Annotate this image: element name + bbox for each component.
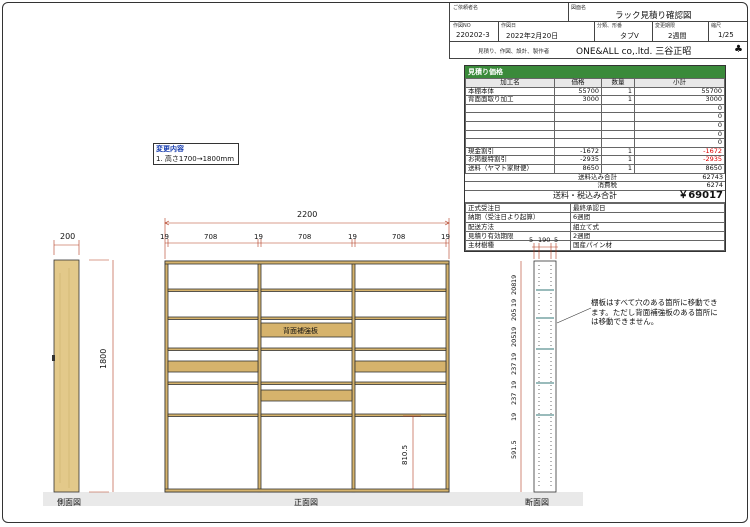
section-row-dim: 19 xyxy=(510,380,518,389)
section-row-dim: 205 xyxy=(510,308,518,321)
seg-dim-7: 19 xyxy=(441,233,450,241)
height-dim: 1800 xyxy=(99,348,108,369)
drawing-no: 220202-3 xyxy=(456,31,490,39)
side-view-caption: 側面図 xyxy=(57,498,81,507)
shipping-total-row: 送料込み合計 62743 xyxy=(465,173,725,183)
section-row-dim: 19 xyxy=(510,298,518,307)
back-board-label: 背面補強板 xyxy=(283,327,318,335)
front-dims xyxy=(164,218,450,489)
estimate-title: 見積り価格 xyxy=(465,66,725,78)
title-block: ご依頼者名 図面名 ラック見積り確認図 作図NO 220202-3 作図日 20… xyxy=(449,3,747,59)
grand-total-label: 送料・税込み合計 xyxy=(465,190,619,203)
section-row-dim: 205 xyxy=(510,334,518,347)
tax: 6274 xyxy=(619,181,725,191)
section-view xyxy=(520,243,592,493)
section-row-dim: 208 xyxy=(510,282,518,295)
client-label: ご依頼者名 xyxy=(453,5,479,11)
front-view xyxy=(164,260,450,493)
side-width-dim: 200 xyxy=(60,232,76,241)
shelf-note: 棚板はすべて穴のある箇所に移動できます。ただし背面補強板のある箇所には移動できま… xyxy=(591,298,718,326)
total-width-dim: 2200 xyxy=(297,210,318,219)
section-top-dim-1: 5 xyxy=(529,236,534,244)
drawing-name: ラック見積り確認図 xyxy=(615,11,692,21)
seg-dim-3: 19 xyxy=(254,233,263,241)
change-item: 1. 高さ1700→1800mm xyxy=(156,155,235,163)
maker-label: 見積り、作図、設計、製作者 xyxy=(478,49,550,55)
shipping-total: 62743 xyxy=(619,173,725,183)
period-label: 変更期限 xyxy=(655,23,676,29)
maker: ONE&ALL co,.ltd. 三谷正昭 xyxy=(576,47,692,57)
section-top-dim-3: 5 xyxy=(554,236,559,244)
estimate-cell-subtotal: 8650 xyxy=(634,163,725,174)
logo-icon: ♣ xyxy=(734,44,743,55)
drawing-date: 2022年2月20日 xyxy=(506,32,559,40)
section-row-dim: 19 xyxy=(510,352,518,361)
cad-drawing xyxy=(43,218,592,506)
section-row-dim: 237 xyxy=(510,392,518,405)
ground xyxy=(43,492,583,506)
change-title: 変更内容 xyxy=(156,145,184,153)
category-label: 分類、形番 xyxy=(597,23,623,29)
lower-height-dim: 810.5 xyxy=(401,444,409,465)
tax-row: 消費税 6274 xyxy=(465,181,725,191)
seg-dim-4: 708 xyxy=(298,233,312,241)
front-view-caption: 正面図 xyxy=(294,498,318,507)
seg-dim-6: 708 xyxy=(392,233,406,241)
scale-label: 縮尺 xyxy=(711,23,722,29)
section-row-dim: 237 xyxy=(510,362,518,375)
grand-total-row: 送料・税込み合計 ￥69017 xyxy=(465,190,725,203)
scale: 1/25 xyxy=(718,31,734,39)
seg-dim-1: 19 xyxy=(160,233,169,241)
back-board xyxy=(260,322,353,338)
seg-dim-5: 19 xyxy=(348,233,357,241)
no-label: 作図NO xyxy=(453,23,471,29)
category: タブV xyxy=(620,32,639,40)
grand-total: ￥69017 xyxy=(619,190,725,203)
section-row-dim: 591.5 xyxy=(510,440,518,459)
side-view xyxy=(52,240,114,493)
change-box: 変更内容 1. 高さ1700→1800mm xyxy=(153,143,239,165)
spec-value: 国産パイン材 xyxy=(570,240,725,251)
date-label: 作図日 xyxy=(501,23,517,29)
section-top-dim-2: 190 xyxy=(538,236,551,244)
section-row-dim: 19 xyxy=(510,412,518,421)
seg-dim-2: 708 xyxy=(204,233,218,241)
shipping-total-label: 送料込み合計 xyxy=(465,173,619,183)
section-view-caption: 断面図 xyxy=(525,498,549,507)
drawing-name-label: 図面名 xyxy=(571,5,587,11)
spec-row: 主材樹種国産パイン材 xyxy=(465,240,725,251)
period: 2週間 xyxy=(668,32,687,40)
tax-label: 消費税 xyxy=(465,181,619,191)
